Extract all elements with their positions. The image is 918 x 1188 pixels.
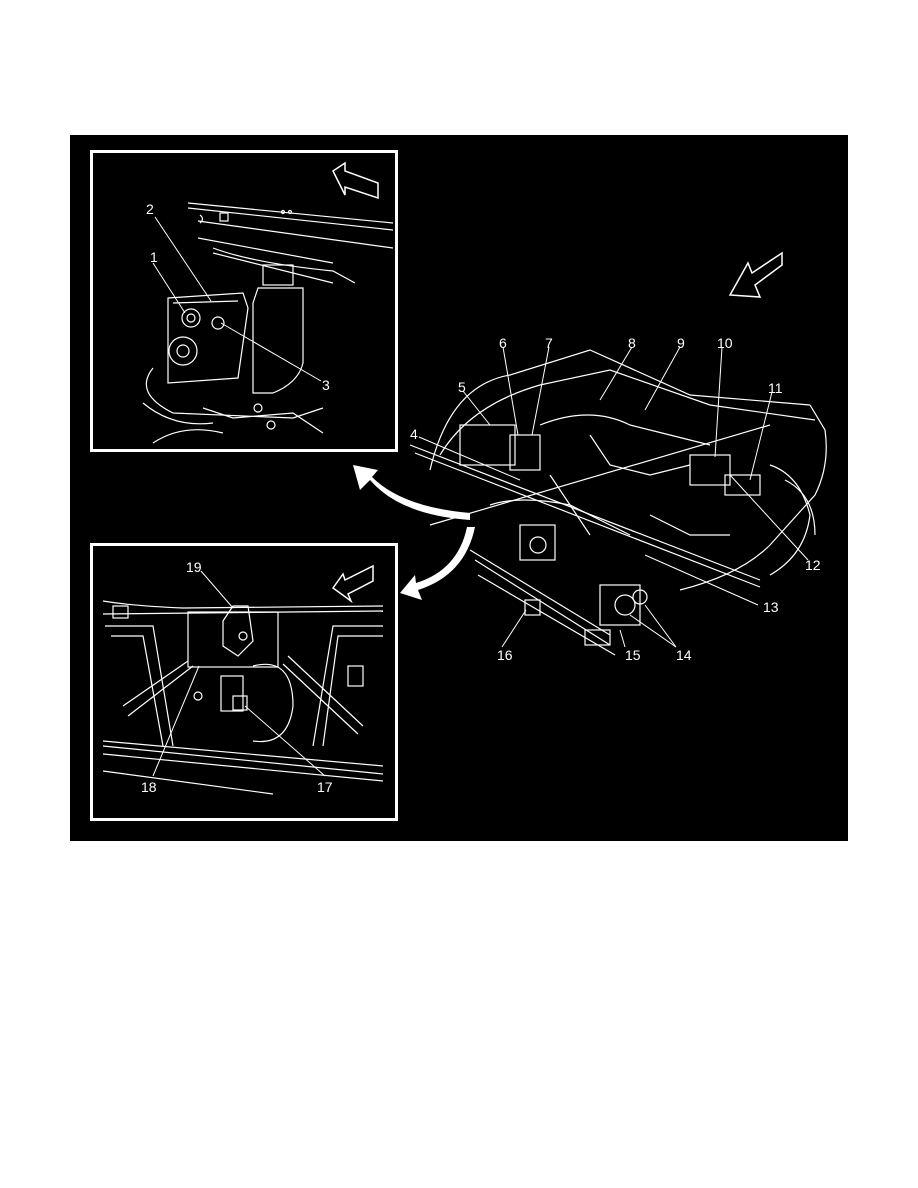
callout-5: 5 [458,379,466,395]
hood-latch-line-art [102,564,384,795]
engine-compartment-line-art [353,251,827,656]
inset-abs-module-detail [90,150,398,452]
callout-12: 12 [805,557,821,573]
callout-17: 17 [317,779,333,795]
callout-6: 6 [499,335,507,351]
callout-7: 7 [545,335,553,351]
callout-19: 19 [186,559,202,575]
callout-16: 16 [497,647,513,663]
callout-10: 10 [717,335,733,351]
inset-hood-latch-detail [90,543,398,821]
curved-arrow-to-bottom-inset-icon [400,527,475,600]
callout-2: 2 [146,201,154,217]
callout-3: 3 [322,377,330,393]
callout-1: 1 [150,249,158,265]
callout-18: 18 [141,779,157,795]
callout-11: 11 [768,380,783,396]
callout-13: 13 [763,599,779,615]
direction-arrow-icon [331,564,374,604]
callout-8: 8 [628,335,636,351]
direction-arrow-icon [332,161,379,200]
curved-arrow-to-top-inset-icon [353,465,470,520]
callout-14: 14 [676,647,692,663]
callout-4: 4 [410,426,418,442]
callout-15: 15 [625,647,641,663]
direction-arrow-icon [728,251,783,298]
abs-module-line-art [142,161,394,444]
callout-9: 9 [677,335,685,351]
diagram-panel [70,135,848,841]
